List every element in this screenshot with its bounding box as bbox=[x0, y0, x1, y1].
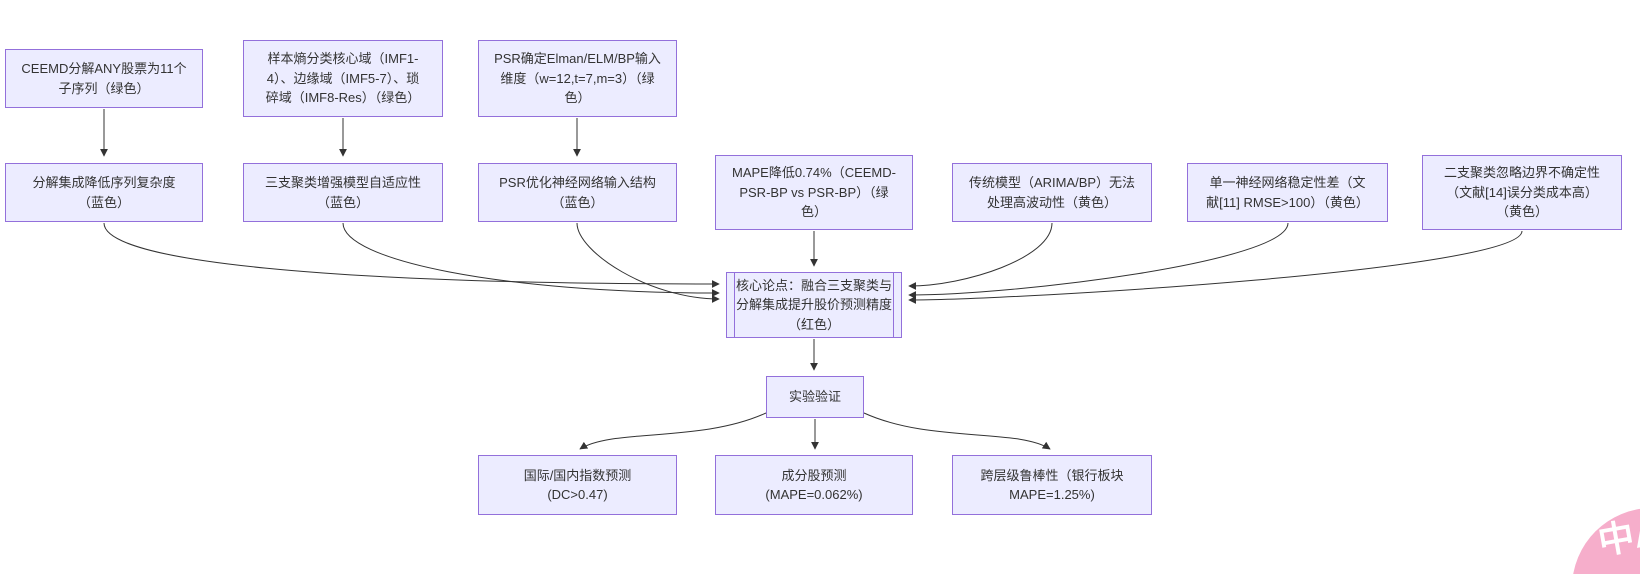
node-psr-structure-benefit: PSR优化神经网络输入结构 （蓝色） bbox=[478, 163, 677, 222]
node-index-prediction: 国际/国内指数预测 (DC>0.47) bbox=[478, 455, 677, 515]
subroutine-inner-line-left bbox=[734, 273, 735, 337]
node-cross-level-robustness: 跨层级鲁棒性（银行板块 MAPE=1.25%) bbox=[952, 455, 1152, 515]
edge-experiment-to-index bbox=[579, 412, 767, 450]
edge-twoway-to-core bbox=[908, 230, 1523, 304]
subroutine-inner-line-right bbox=[893, 273, 894, 337]
node-traditional-model-gap-label: 传统模型（ARIMA/BP）无法 处理高波动性（黄色） bbox=[968, 175, 1136, 210]
node-three-way-clustering-benefit: 三支聚类增强模型自适应性 （蓝色） bbox=[243, 163, 443, 222]
edge-decomp-to-core bbox=[103, 222, 720, 288]
edge-threeway-to-core bbox=[342, 222, 720, 297]
node-experiment-validation-label: 实验验证 bbox=[788, 389, 841, 405]
node-decomposition-benefit-label: 分解集成降低序列复杂度 （蓝色） bbox=[32, 175, 176, 210]
node-three-way-clustering-benefit-label: 三支聚类增强模型自适应性 （蓝色） bbox=[264, 175, 421, 210]
node-mape-improvement: MAPE降低0.74%（CEEMD- PSR-BP vs PSR-BP）（绿 色… bbox=[715, 155, 913, 230]
node-two-way-clustering-gap: 二支聚类忽略边界不确定性 （文献[14]误分类成本高） （黄色） bbox=[1422, 155, 1622, 230]
node-index-prediction-label: 国际/国内指数预测 (DC>0.47) bbox=[523, 467, 632, 503]
node-component-stock-prediction-label: 成分股预测 (MAPE=0.062%) bbox=[765, 467, 863, 503]
node-sample-entropy: 样本熵分类核心域（IMF1- 4）、边缘域（IMF5-7）、琐 碎域（IMF8-… bbox=[243, 40, 443, 117]
edge-experiment-to-robust bbox=[863, 412, 1051, 450]
edge-traditional-to-core bbox=[908, 222, 1053, 290]
node-core-thesis: 核心论点：融合三支聚类与 分解集成提升股价预测精度 （红色） bbox=[726, 272, 902, 338]
node-cross-level-robustness-label: 跨层级鲁棒性（银行板块 MAPE=1.25%) bbox=[980, 467, 1124, 503]
edge-psrbenefit-to-core bbox=[576, 222, 720, 303]
node-psr-dimension-label: PSR确定Elman/ELM/BP输入 维度（w=12,t=7,m=3）（绿 色… bbox=[494, 51, 661, 106]
node-two-way-clustering-gap-label: 二支聚类忽略边界不确定性 （文献[14]误分类成本高） （黄色） bbox=[1443, 165, 1600, 220]
node-psr-dimension: PSR确定Elman/ELM/BP输入 维度（w=12,t=7,m=3）（绿 色… bbox=[478, 40, 677, 117]
node-single-nn-gap-label: 单一神经网络稳定性差（文 献[11] RMSE>100）（黄色） bbox=[1206, 175, 1369, 210]
node-ceemd-decompose-label: CEEMD分解ANY股票为11个 子序列（绿色） bbox=[21, 61, 187, 96]
node-mape-improvement-label: MAPE降低0.74%（CEEMD- PSR-BP vs PSR-BP）（绿 色… bbox=[732, 165, 896, 220]
node-sample-entropy-label: 样本熵分类核心域（IMF1- 4）、边缘域（IMF5-7）、琐 碎域（IMF8-… bbox=[265, 51, 421, 106]
node-component-stock-prediction: 成分股预测 (MAPE=0.062%) bbox=[715, 455, 913, 515]
node-traditional-model-gap: 传统模型（ARIMA/BP）无法 处理高波动性（黄色） bbox=[952, 163, 1152, 222]
edge-singlenn-to-core bbox=[908, 222, 1289, 299]
node-experiment-validation: 实验验证 bbox=[766, 376, 864, 418]
node-single-nn-gap: 单一神经网络稳定性差（文 献[11] RMSE>100）（黄色） bbox=[1187, 163, 1388, 222]
node-ceemd-decompose: CEEMD分解ANY股票为11个 子序列（绿色） bbox=[5, 49, 203, 108]
node-core-thesis-label: 核心论点：融合三支聚类与 分解集成提升股价预测精度 （红色） bbox=[735, 277, 892, 332]
node-decomposition-benefit: 分解集成降低序列复杂度 （蓝色） bbox=[5, 163, 203, 222]
node-psr-structure-benefit-label: PSR优化神经网络输入结构 （蓝色） bbox=[499, 175, 656, 210]
